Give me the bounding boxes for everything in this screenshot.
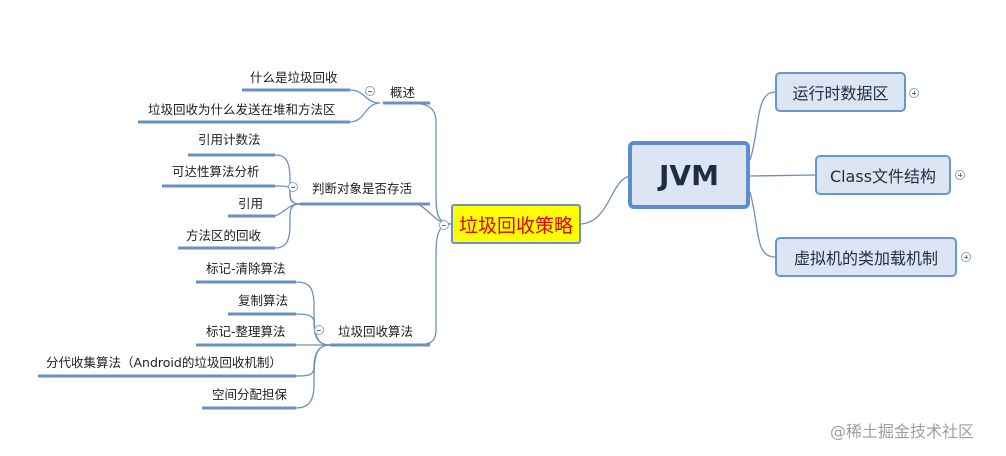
expand-toggle-icon[interactable] bbox=[961, 252, 971, 262]
expand-toggle-icon[interactable] bbox=[955, 170, 965, 180]
main-topic-gc-strategy[interactable]: 垃圾回收策略 bbox=[451, 204, 581, 244]
root-topic-jvm[interactable]: JVM bbox=[628, 141, 750, 209]
branch-gc-algorithms[interactable]: 垃圾回收算法 bbox=[338, 324, 414, 339]
expand-toggle-icon[interactable] bbox=[909, 88, 919, 98]
topic-class-loading-mechanism[interactable]: 虚拟机的类加载机制 bbox=[775, 237, 957, 277]
collapse-toggle-icon[interactable] bbox=[439, 220, 449, 230]
topic-class-file-structure[interactable]: Class文件结构 bbox=[815, 155, 951, 195]
leaf-generational-collection[interactable]: 分代收集算法（Android的垃圾回收机制） bbox=[46, 355, 282, 370]
branch-object-liveness[interactable]: 判断对象是否存活 bbox=[312, 181, 413, 196]
watermark: @稀土掘金技术社区 bbox=[830, 422, 975, 441]
leaf-reference-counting[interactable]: 引用计数法 bbox=[198, 132, 261, 147]
collapse-toggle-icon[interactable] bbox=[288, 182, 298, 192]
branch-overview[interactable]: 概述 bbox=[390, 85, 416, 100]
leaf-allocation-guarantee[interactable]: 空间分配担保 bbox=[212, 387, 288, 402]
leaf-method-area-gc[interactable]: 方法区的回收 bbox=[186, 228, 262, 243]
collapse-toggle-icon[interactable] bbox=[314, 325, 324, 335]
collapse-toggle-icon[interactable] bbox=[365, 86, 375, 96]
leaf-why-gc-heap-method-area[interactable]: 垃圾回收为什么发送在堆和方法区 bbox=[148, 102, 336, 117]
leaf-reachability-analysis[interactable]: 可达性算法分析 bbox=[172, 164, 260, 179]
leaf-what-is-gc[interactable]: 什么是垃圾回收 bbox=[250, 70, 338, 85]
leaf-mark-compact[interactable]: 标记-整理算法 bbox=[206, 324, 286, 339]
leaf-mark-sweep[interactable]: 标记-清除算法 bbox=[206, 261, 286, 276]
leaf-reference[interactable]: 引用 bbox=[238, 196, 264, 211]
leaf-copying[interactable]: 复制算法 bbox=[238, 293, 289, 308]
topic-runtime-data-area[interactable]: 运行时数据区 bbox=[775, 72, 906, 112]
